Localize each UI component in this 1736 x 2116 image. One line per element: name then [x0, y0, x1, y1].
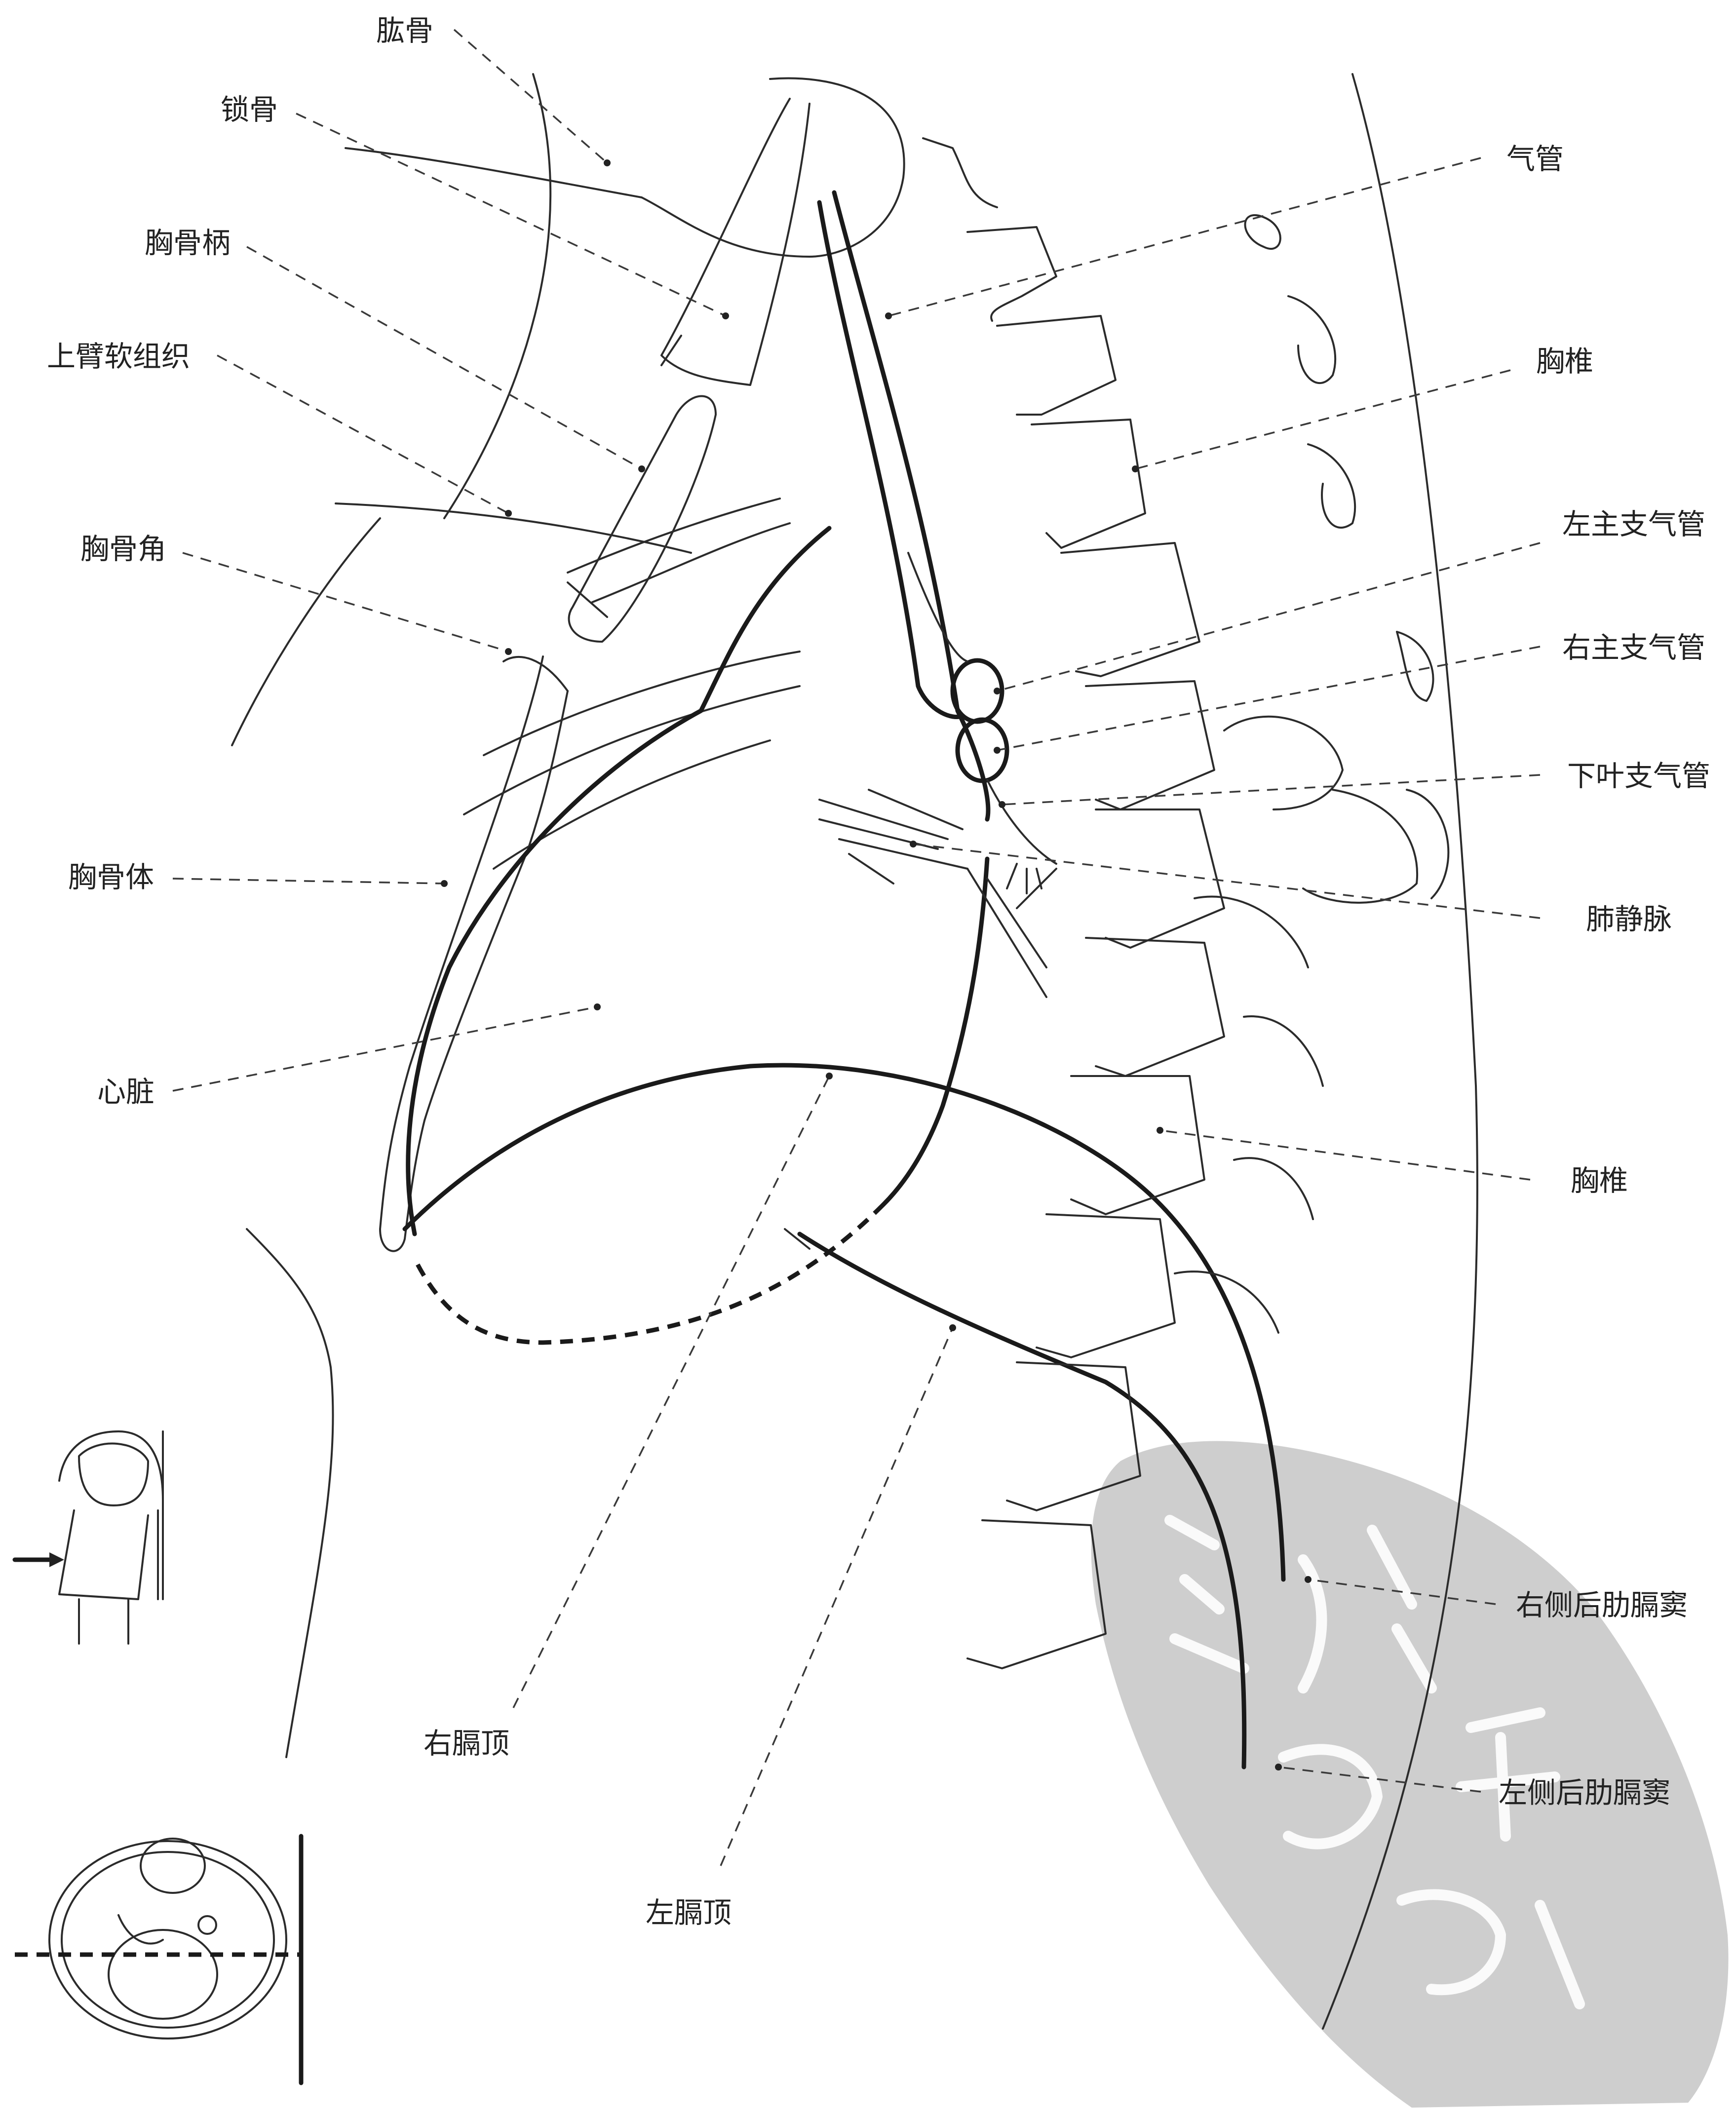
leader-lower-lobe — [1002, 774, 1541, 806]
seal-watermark — [1091, 1441, 1729, 2108]
leader-sternal-angle — [182, 552, 509, 653]
label-lower-lobe-bronchus: 下叶支气管 — [1567, 759, 1710, 793]
leader-right-main-bronchus — [997, 646, 1541, 751]
label-thoracic-vertebra-upper: 胸椎 — [1536, 345, 1593, 378]
leader-lines — [172, 29, 1541, 1866]
leader-left-main-bronchus — [997, 542, 1541, 692]
leader-heart — [172, 1006, 598, 1092]
diaphragm — [402, 1063, 1286, 1770]
label-thoracic-vertebra-lower: 胸椎 — [1571, 1164, 1628, 1197]
label-pulmonary-vein: 肺静脉 — [1586, 902, 1672, 936]
label-left-main-bronchus: 左主支气管 — [1562, 507, 1705, 541]
leader-thoracic-upper — [1135, 369, 1511, 470]
label-left-posterior-costophrenic-sinus: 左侧后肋膈窦 — [1499, 1776, 1670, 1809]
label-clavicle: 锁骨 — [221, 93, 278, 126]
leader-humerus — [453, 29, 608, 164]
soft-tissue-lines — [335, 498, 801, 870]
label-manubrium: 胸骨柄 — [145, 226, 231, 260]
leader-points — [441, 159, 1312, 1770]
label-upper-arm-soft-tissue: 上臂软组织 — [47, 340, 190, 373]
leader-thoracic-lower — [1159, 1129, 1531, 1181]
patient-position-inset — [12, 1430, 164, 1645]
spinous-processes — [1174, 214, 1450, 1334]
leader-pulmonary-vein — [913, 843, 1541, 919]
leader-trachea — [888, 157, 1481, 317]
pulmonary-veins — [818, 789, 1057, 998]
leader-left-sinus — [1278, 1766, 1481, 1793]
label-sternal-angle: 胸骨角 — [80, 532, 166, 566]
body-outline — [231, 73, 1478, 2030]
label-right-diaphragm-dome: 右膈顶 — [424, 1727, 509, 1760]
spine — [922, 137, 1225, 1669]
label-right-posterior-costophrenic-sinus: 右侧后肋膈窦 — [1516, 1588, 1688, 1622]
heart-outline — [406, 526, 990, 1345]
leader-clavicle — [296, 113, 726, 317]
label-trachea: 气管 — [1506, 142, 1564, 176]
axial-section-inset — [15, 1834, 304, 2085]
leader-upper-arm — [217, 354, 509, 514]
label-right-main-bronchus: 右主支气管 — [1562, 631, 1705, 664]
label-sternal-body: 胸骨体 — [68, 860, 154, 894]
label-heart: 心脏 — [97, 1075, 154, 1109]
leader-left-dome — [720, 1327, 954, 1866]
airway — [817, 190, 1057, 894]
leader-sternal-body — [172, 878, 445, 885]
shoulder-bones — [641, 77, 905, 386]
label-left-diaphragm-dome: 左膈顶 — [646, 1896, 732, 1929]
label-humerus: 肱骨 — [376, 14, 433, 47]
leader-right-sinus — [1308, 1578, 1496, 1605]
labels: 肱骨 锁骨 胸骨柄 上臂软组织 胸骨角 胸骨体 心脏 气管 胸椎 左主支气管 右… — [47, 14, 1710, 1929]
leader-manubrium — [246, 246, 642, 470]
leader-right-dome — [512, 1076, 830, 1708]
